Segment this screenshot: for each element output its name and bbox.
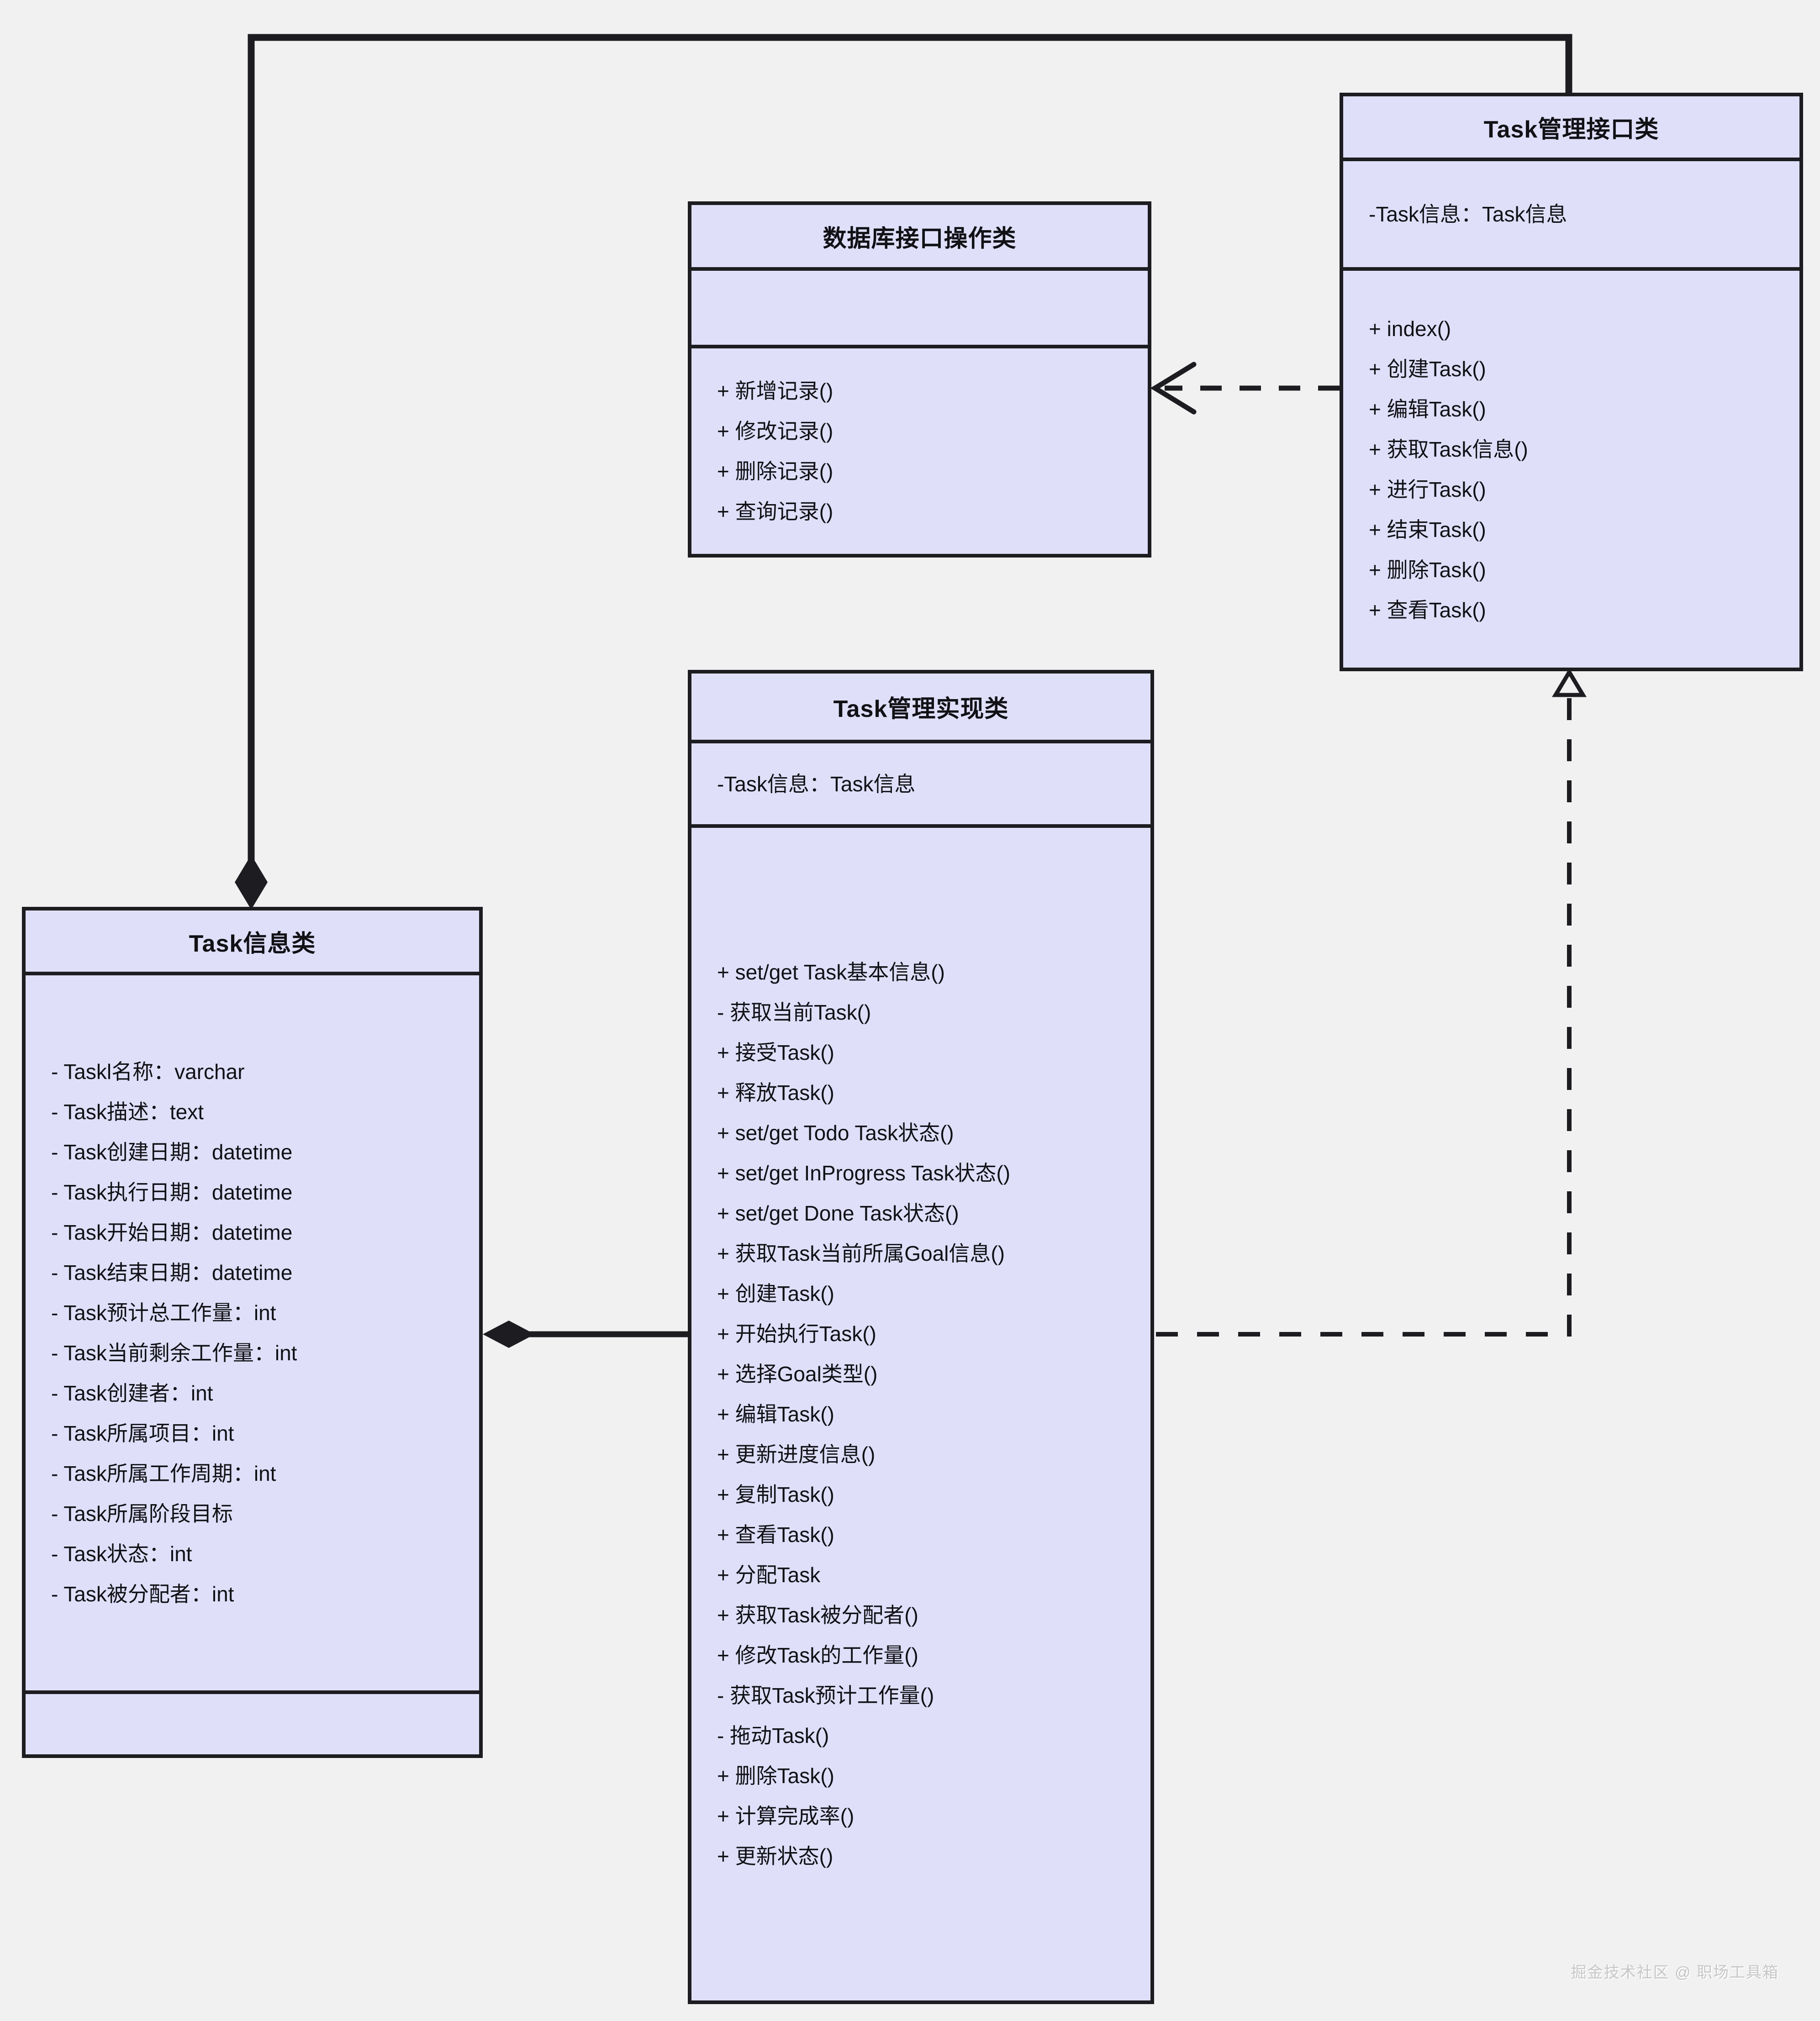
member-line: + 编辑Task() xyxy=(717,1402,834,1426)
member-line: + 修改记录() xyxy=(717,419,834,443)
realization-hollow-triangle-icon xyxy=(1552,668,1587,697)
member-line: - Task创建日期：datetime xyxy=(51,1140,293,1164)
member-line: + 查询记录() xyxy=(717,500,834,523)
member-line: + 复制Task() xyxy=(717,1483,834,1506)
member-line: + index() xyxy=(1369,316,1451,341)
member-line: + 结束Task() xyxy=(1369,517,1486,542)
member-line: + 获取Task被分配者() xyxy=(717,1603,918,1627)
dependency-open-arrowhead-icon xyxy=(1150,362,1197,415)
member-line: + 查看Task() xyxy=(1369,598,1486,622)
member-line: + 创建Task() xyxy=(717,1282,834,1305)
member-line: + 进行Task() xyxy=(1369,477,1486,501)
member-line: - Task所属项目：int xyxy=(51,1421,234,1445)
composition-link-interface-to-taskinfo xyxy=(248,34,1572,868)
composition-diamond-taskinfo-top-icon xyxy=(235,855,268,910)
member-line: -Task信息：Task信息 xyxy=(717,772,916,796)
member-line: + 新增记录() xyxy=(717,379,834,403)
member-line: + 释放Task() xyxy=(717,1081,834,1105)
member-line: - 拖动Task() xyxy=(717,1724,829,1747)
member-line: + 选择Goal类型() xyxy=(717,1362,878,1386)
member-line: - Task结束日期：datetime xyxy=(51,1261,293,1284)
member-line: + 查看Task() xyxy=(717,1523,834,1547)
member-line: + 创建Task() xyxy=(1369,357,1486,381)
class-box-task-info: Task信息类 - Taskl名称：varchar- Task描述：text- … xyxy=(22,907,483,1758)
member-line: + 删除记录() xyxy=(717,459,834,483)
member-line: - Task被分配者：int xyxy=(51,1582,234,1606)
member-line: + 编辑Task() xyxy=(1369,397,1486,421)
methods-compartment xyxy=(26,1694,479,1754)
member-line: - Task当前剩余工作量：int xyxy=(51,1341,297,1365)
member-line: + 分配Task xyxy=(717,1563,821,1587)
member-line: + 更新状态() xyxy=(717,1844,834,1868)
member-line: + 删除Task() xyxy=(1369,558,1486,582)
class-title: Task信息类 xyxy=(26,911,479,975)
member-line: -Task信息：Task信息 xyxy=(1369,202,1567,226)
member-line: + 接受Task() xyxy=(717,1041,834,1064)
class-title: Task管理接口类 xyxy=(1343,96,1799,161)
watermark-text: 掘金技术社区 @ 职场工具箱 xyxy=(1571,1964,1779,1981)
member-line: + set/get Task基本信息() xyxy=(717,960,945,984)
methods-compartment: + 新增记录() + 修改记录() + 删除记录() + 查询记录() xyxy=(691,348,1148,554)
member-line: - Task所属阶段目标 xyxy=(51,1502,233,1526)
member-line: - Task创建者：int xyxy=(51,1381,213,1405)
composition-diamond-taskinfo-right-icon xyxy=(483,1321,535,1348)
attributes-compartment: -Task信息：Task信息 xyxy=(1343,161,1799,271)
attributes-compartment: - Taskl名称：varchar - Task描述：text - Task创建日期… xyxy=(26,975,479,1694)
class-title: 数据库接口操作类 xyxy=(691,205,1148,271)
member-line: + 计算完成率() xyxy=(717,1804,855,1828)
class-box-task-management-interface: Task管理接口类 -Task信息：Task信息 + index() + 创建Ta… xyxy=(1340,93,1803,671)
member-line: + set/get InProgress Task状态() xyxy=(717,1161,1011,1185)
member-line: + set/get Todo Task状态() xyxy=(717,1121,954,1145)
member-line: + 删除Task() xyxy=(717,1764,834,1788)
member-line: - 获取Task预计工作量() xyxy=(717,1684,934,1707)
class-box-database-interface-operations: 数据库接口操作类 + 新增记录() + 修改记录() + 删除记录() + 查询记录(… xyxy=(688,201,1151,558)
member-line: - Task开始日期：datetime xyxy=(51,1221,293,1244)
methods-compartment: + index() + 创建Task() + 编辑Task() + 获取Task信息(… xyxy=(1343,271,1799,668)
member-line: + set/get Done Task状态() xyxy=(717,1201,959,1225)
methods-compartment: + set/get Task基本信息() - 获取当前Task() + 接受Task… xyxy=(691,828,1150,2000)
class-box-task-management-implementation: Task管理实现类 -Task信息：Task信息 + set/get Task基… xyxy=(688,670,1154,2004)
member-line: + 修改Task的工作量() xyxy=(717,1643,918,1667)
attributes-compartment xyxy=(691,271,1148,348)
member-line: + 开始执行Task() xyxy=(717,1322,876,1346)
member-line: - 获取当前Task() xyxy=(717,1000,871,1024)
attributes-compartment: -Task信息：Task信息 xyxy=(691,743,1150,828)
member-line: + 更新进度信息() xyxy=(717,1442,876,1466)
member-line: - Task所属工作周期：int xyxy=(51,1462,276,1485)
class-title: Task管理实现类 xyxy=(691,674,1150,743)
member-line: - Task状态：int xyxy=(51,1542,192,1566)
member-line: - Task描述：text xyxy=(51,1100,204,1124)
member-line: + 获取Task信息() xyxy=(1369,437,1528,461)
member-line: + 获取Task当前所属Goal信息() xyxy=(717,1242,1005,1265)
member-line: - Task预计总工作量：int xyxy=(51,1301,276,1325)
member-line: - Task执行日期：datetime xyxy=(51,1180,293,1204)
member-line: - Taskl名称：varchar xyxy=(51,1060,245,1084)
realization-dashed-link-impl-to-interface xyxy=(1156,695,1572,1337)
